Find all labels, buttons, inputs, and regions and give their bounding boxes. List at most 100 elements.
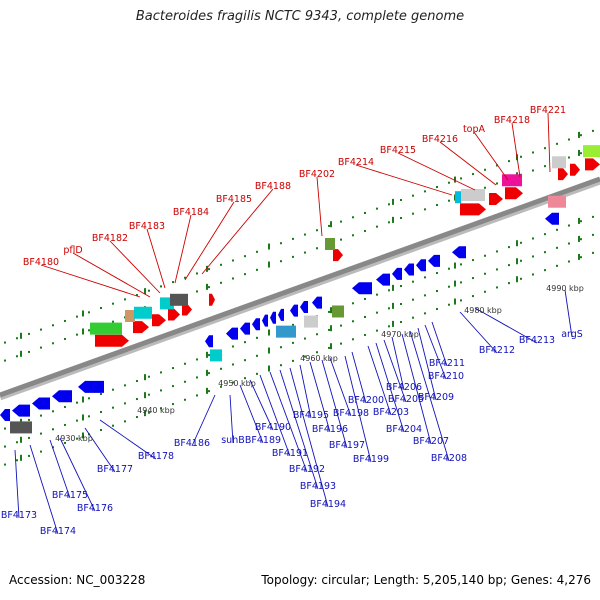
guide-dot <box>376 311 378 314</box>
guide-dot <box>580 256 582 259</box>
guide-dot <box>520 277 522 280</box>
guide-dot <box>508 246 510 249</box>
guide-dot <box>484 186 486 189</box>
guide-dot <box>388 289 390 292</box>
guide-dot <box>64 441 66 444</box>
guide-dot <box>112 302 114 305</box>
guide-dot <box>388 203 390 206</box>
bottom-gene-label: BF4195 <box>293 410 329 421</box>
leader-line <box>184 201 235 281</box>
guide-dot <box>76 401 78 404</box>
guide-dot <box>388 325 390 328</box>
guide-dot <box>232 277 234 280</box>
leader-line <box>564 289 573 338</box>
leader-line <box>174 214 192 284</box>
scale-tick <box>330 343 332 350</box>
guide-dot <box>592 233 594 236</box>
guide-dot <box>4 341 6 344</box>
bottom-gene-label: BF4209 <box>418 392 454 403</box>
guide-dot <box>388 221 390 224</box>
guide-dot <box>412 194 414 197</box>
scale-label: 4990 kbp <box>546 284 584 293</box>
top-gene-label: BF4221 <box>530 105 566 116</box>
leader-line <box>329 357 352 417</box>
guide-dot <box>196 376 198 379</box>
bottom-gene-label: BF4200 <box>348 395 384 406</box>
leader-line <box>511 122 521 178</box>
scale-tick <box>206 387 208 394</box>
guide-dot <box>304 337 306 340</box>
leader-line <box>99 419 157 460</box>
map-title: Bacteroides fragilis NCTC 9343, complete… <box>135 9 465 24</box>
genome-summary-text: Topology: circular; Length: 5,205,140 bp… <box>261 573 591 587</box>
reverse-gene-arrow <box>300 301 308 313</box>
guide-dot <box>544 269 546 272</box>
guide-dot <box>28 418 30 421</box>
guide-dot <box>52 428 54 431</box>
top-gene-label: topA <box>463 124 486 135</box>
guide-dot <box>520 241 522 244</box>
leader-line <box>229 394 234 444</box>
reverse-gene-arrow <box>270 311 276 324</box>
guide-dot <box>328 346 330 349</box>
scale-tick <box>82 396 84 403</box>
top-gene-label: BF4185 <box>216 194 252 205</box>
scale-tick <box>454 176 456 183</box>
guide-dot <box>112 424 114 427</box>
guide-dot <box>280 242 282 245</box>
scale-tick <box>392 284 394 291</box>
guide-dot <box>592 129 594 132</box>
guide-dot <box>436 290 438 293</box>
guide-dot <box>244 359 246 362</box>
guide-dot <box>340 238 342 241</box>
guide-dot <box>376 293 378 296</box>
guide-dot <box>4 427 6 430</box>
feature-box <box>325 238 335 250</box>
leader-line <box>383 339 407 403</box>
guide-dot <box>364 315 366 318</box>
guide-dot <box>304 251 306 254</box>
guide-dot <box>292 255 294 258</box>
guide-dot <box>556 142 558 145</box>
guide-dot <box>412 212 414 215</box>
guide-dot <box>580 238 582 241</box>
feature-box <box>332 305 344 318</box>
guide-dot <box>124 384 126 387</box>
guide-dot <box>148 411 150 414</box>
scale-tick <box>516 240 518 247</box>
guide-dot <box>580 152 582 155</box>
backbone <box>0 176 600 398</box>
guide-dot <box>256 250 258 253</box>
forward-gene-arrow <box>460 203 486 216</box>
guide-dot <box>484 254 486 257</box>
reverse-gene-arrow <box>240 322 250 335</box>
guide-dot <box>580 134 582 137</box>
guide-dot <box>472 295 474 298</box>
top-gene-label: BF4202 <box>299 169 335 180</box>
guide-dot <box>4 445 6 448</box>
guide-dot <box>520 259 522 262</box>
scale-label: 4960 kbp <box>300 354 338 363</box>
bottom-gene-label: BF4194 <box>310 499 346 510</box>
guide-dot <box>208 390 210 393</box>
leader-line <box>367 345 392 416</box>
bottom-gene-label: BF4186 <box>174 438 210 449</box>
guide-dot <box>352 234 354 237</box>
guide-dot <box>460 281 462 284</box>
leader-line <box>201 188 274 275</box>
reverse-gene-arrow <box>452 246 466 259</box>
guide-dot <box>136 294 138 297</box>
guide-dot <box>256 336 258 339</box>
guide-dot <box>196 290 198 293</box>
bottom-gene-label: BF4189 <box>245 435 281 446</box>
forward-gene-arrow <box>152 314 166 327</box>
scale-tick <box>20 332 22 339</box>
top-gene-label: BF4184 <box>173 207 209 218</box>
guide-dot <box>28 436 30 439</box>
guide-dot <box>112 406 114 409</box>
scale-label: 4950 kbp <box>218 379 256 388</box>
guide-dot <box>508 160 510 163</box>
leader-line <box>239 384 264 444</box>
guide-dot <box>556 228 558 231</box>
